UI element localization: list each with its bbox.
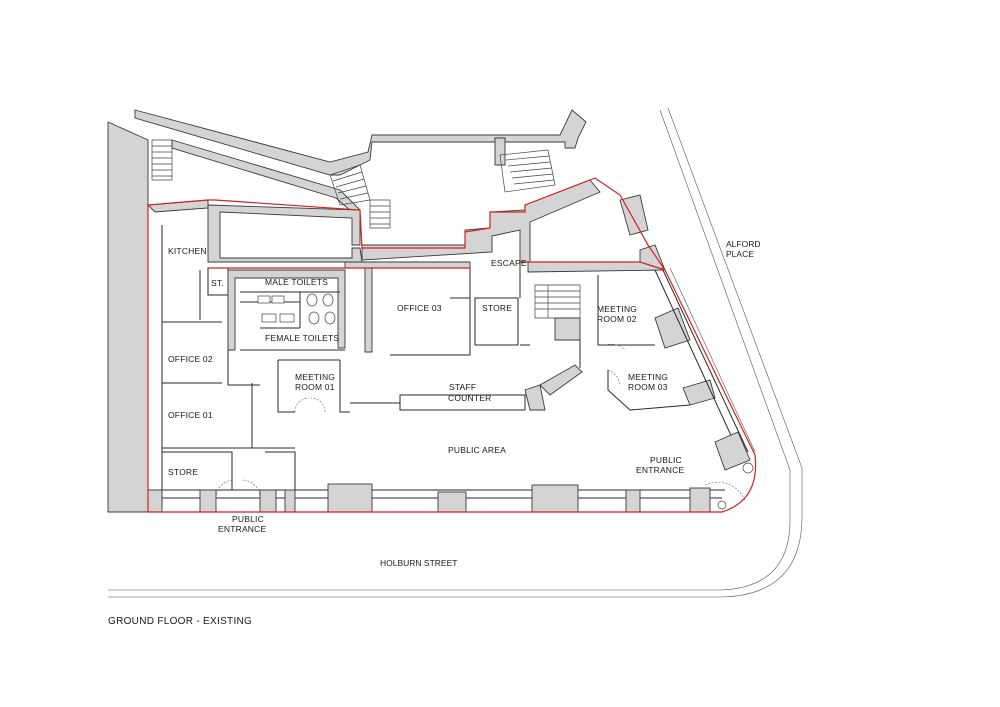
label-office-03: OFFICE 03 — [397, 303, 442, 313]
label-meeting-room-02-line1: MEETING — [597, 304, 637, 314]
label-store-left: STORE — [168, 467, 198, 477]
label-alford-line2: PLACE — [726, 249, 754, 259]
label-male-toilets: MALE TOILETS — [265, 277, 328, 287]
label-meeting-room-02-line2: ROOM 02 — [597, 314, 637, 324]
label-public-area: PUBLIC AREA — [448, 445, 506, 455]
label-meeting-room-03-line2: ROOM 03 — [628, 382, 668, 392]
label-staff-counter-line2: COUNTER — [448, 393, 491, 403]
label-meeting-room-01-line2: ROOM 01 — [295, 382, 335, 392]
toilets-block — [227, 269, 346, 351]
label-store-small: ST. — [211, 278, 224, 288]
glazed-frontage — [654, 267, 756, 510]
label-female-toilets: FEMALE TOILETS — [265, 333, 339, 343]
meeting-room-01-walls — [277, 359, 350, 413]
staff-counter — [350, 340, 583, 411]
label-public-entrance-right-line2: ENTRANCE — [636, 465, 684, 475]
rear-walls — [134, 109, 666, 273]
label-office-02: OFFICE 02 — [168, 354, 213, 364]
drawing-title: GROUND FLOOR - EXISTING — [108, 616, 252, 627]
front-wall — [147, 479, 725, 513]
label-store-mid: STORE — [482, 303, 512, 313]
street-kerbs — [108, 107, 803, 598]
label-office-01: OFFICE 01 — [168, 410, 213, 420]
label-public-entrance-left-line2: ENTRANCE — [218, 524, 266, 534]
label-holburn-street: HOLBURN STREET — [380, 558, 457, 568]
label-meeting-room-01-line1: MEETING — [295, 372, 335, 382]
left-party-wall — [107, 121, 149, 513]
room-labels: KITCHEN ST. MALE TOILETS FEMALE TOILETS … — [168, 246, 684, 534]
site-boundary-line — [147, 177, 757, 513]
label-public-entrance-left-line1: PUBLIC — [232, 514, 264, 524]
interior-partitions — [161, 225, 295, 505]
label-meeting-room-03-line1: MEETING — [628, 372, 668, 382]
store-left-walls — [162, 451, 296, 490]
label-escape: ESCAPE — [491, 258, 527, 268]
street-labels: HOLBURN STREET ALFORD PLACE — [380, 239, 760, 568]
meeting-rooms-right-walls — [597, 275, 716, 411]
label-staff-counter-line1: STAFF — [449, 382, 476, 392]
label-kitchen: KITCHEN — [168, 246, 207, 256]
label-public-entrance-right-line1: PUBLIC — [650, 455, 682, 465]
label-alford-line1: ALFORD — [726, 239, 760, 249]
